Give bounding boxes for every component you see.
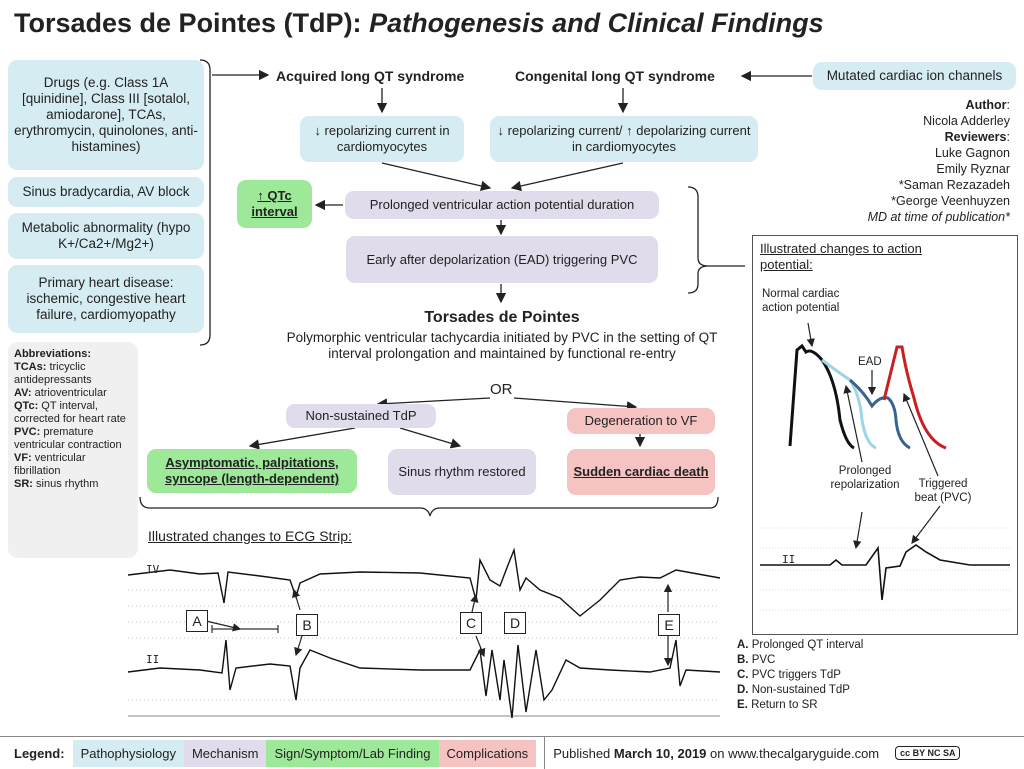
legend-complications: Complications	[438, 739, 537, 767]
reviewer-2: Emily Ryznar	[936, 162, 1010, 176]
tdp-title: Torsades de Pointes	[424, 309, 580, 326]
page-title: Torsades de Pointes (TdP): Pathogenesis …	[14, 8, 824, 39]
author-label: Author	[965, 98, 1007, 112]
qtc-interval: ↑ QTc interval	[237, 180, 312, 228]
legend-bar: Legend: Pathophysiology Mechanism Sign/S…	[0, 736, 1024, 769]
ecg-key-b: B. PVC	[737, 654, 776, 666]
reviewer-4: *George Veenhuyzen	[891, 194, 1010, 208]
asymptomatic-symptoms: Asymptomatic, palpitations, syncope (len…	[147, 449, 357, 493]
ecg-marker-b: B	[296, 614, 318, 636]
title-sub: Pathogenesis and Clinical Findings	[369, 8, 824, 38]
or-label: OR	[490, 381, 513, 398]
reviewer-1: Luke Gagnon	[934, 146, 1010, 160]
cause-drugs: Drugs (e.g. Class 1A [quinidine], Class …	[8, 60, 204, 170]
abbreviation-av: AV: atrioventricular	[14, 387, 107, 399]
ecg-key: A. Prolonged QT interval B. PVC C. PVC t…	[737, 638, 863, 713]
ecg-marker-d: D	[504, 612, 526, 634]
abbreviation-tcas: TCAs: tricyclic antidepressants	[14, 361, 92, 386]
ap-normal-label: Normal cardiac action potential	[762, 288, 840, 314]
ecg-lead-bottom: II	[146, 653, 160, 666]
abbreviation-qtc: QTc: QT interval, corrected for heart ra…	[14, 400, 126, 425]
ecg-marker-a: A	[186, 610, 208, 632]
abbreviations-panel: Abbreviations: TCAs: tricyclic antidepre…	[8, 342, 138, 558]
ecg-marker-c: C	[460, 612, 482, 634]
ap-triggered-label: Triggered beat (PVC)	[914, 478, 972, 504]
nonsustained-tdp: Non-sustained TdP	[286, 404, 436, 428]
ecg-key-d: D. Non-sustained TdP	[737, 684, 850, 696]
prolonged-apd: Prolonged ventricular action potential d…	[345, 191, 659, 219]
acquired-current: ↓ repolarizing current in cardiomyocytes	[300, 116, 464, 162]
legend-pathophysiology: Pathophysiology	[72, 739, 184, 767]
sudden-cardiac-death: Sudden cardiac death	[567, 449, 715, 495]
congenital-current: ↓ repolarizing current/ ↑ depolarizing c…	[490, 116, 758, 162]
ecg-key-c: C. PVC triggers TdP	[737, 669, 841, 681]
abbreviation-pvc: PVC: premature ventricular contraction	[14, 426, 122, 451]
abbreviations-heading: Abbreviations:	[14, 348, 92, 360]
ap-heading: Illustrated changes to action potential:	[760, 241, 922, 272]
mutated-channels: Mutated cardiac ion channels	[813, 62, 1016, 90]
ecg-marker-e: E	[658, 614, 680, 636]
legend-sign-symptom: Sign/Symptom/Lab Finding	[266, 739, 439, 767]
ap-lead-label: II	[782, 553, 796, 566]
ecg-lead-top: IV	[146, 563, 160, 576]
ecg-heading: Illustrated changes to ECG Strip:	[148, 528, 352, 544]
reviewer-3: *Saman Rezazadeh	[898, 178, 1010, 192]
cause-metabolic: Metabolic abnormality (hypo K+/Ca2+/Mg2+…	[8, 213, 204, 259]
abbreviation-vf: VF: ventricular fibrillation	[14, 452, 86, 477]
abbreviation-sr: SR: sinus rhythm	[14, 478, 99, 490]
credits-note: MD at time of publication*	[867, 210, 1010, 224]
license-badge: cc BY NC SA	[895, 746, 961, 760]
ap-prolonged-label: Prolonged repolarization	[830, 465, 900, 491]
cause-bradycardia: Sinus bradycardia, AV block	[8, 177, 204, 207]
acquired-lqts: Acquired long QT syndrome	[276, 68, 465, 84]
ecg-key-e: E. Return to SR	[737, 699, 818, 711]
ead-triggering-pvc: Early after depolarization (EAD) trigger…	[346, 236, 658, 283]
legend-mechanism: Mechanism	[183, 739, 267, 767]
legend-label: Legend:	[14, 745, 65, 761]
congenital-lqts: Congenital long QT syndrome	[515, 68, 715, 84]
tdp-description: Polymorphic ventricular tachycardia init…	[286, 330, 718, 361]
ap-ead-label: EAD	[858, 356, 882, 368]
sinus-rhythm-restored: Sinus rhythm restored	[388, 449, 536, 495]
reviewers-label: Reviewers	[944, 130, 1007, 144]
credits: Author: Nicola Adderley Reviewers: Luke …	[867, 98, 1010, 224]
title-main: Torsades de Pointes (TdP):	[14, 8, 370, 38]
author-name: Nicola Adderley	[923, 114, 1010, 128]
published-line: Published March 10, 2019 on www.thecalga…	[553, 745, 880, 761]
cause-heart-disease: Primary heart disease: ischemic, congest…	[8, 265, 204, 333]
ecg-key-a: A. Prolonged QT interval	[737, 639, 864, 651]
ap-panel	[752, 235, 1018, 635]
degeneration-vf: Degeneration to VF	[567, 408, 715, 434]
